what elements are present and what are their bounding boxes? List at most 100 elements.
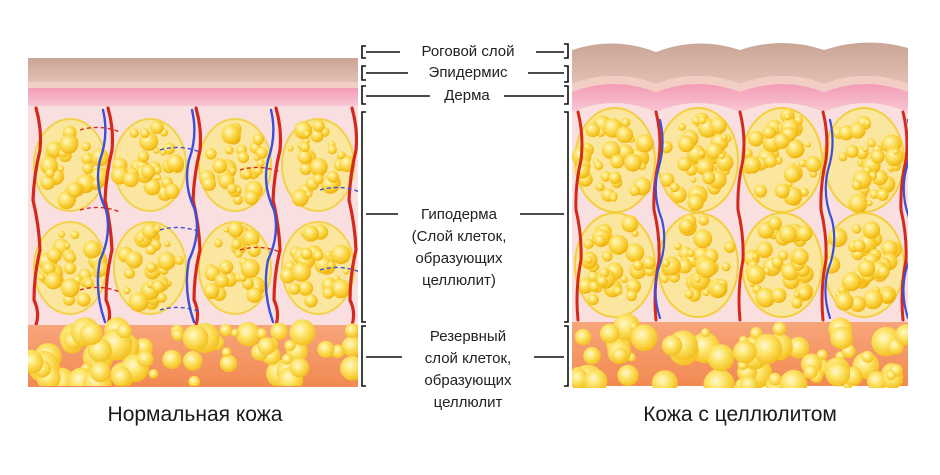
- normal-capillary-6: [239, 246, 281, 253]
- cellulite-reserve-droplet: [895, 324, 908, 346]
- bracket-right-dermis: [564, 85, 569, 105]
- cellulite-reserve-fat: [572, 313, 908, 388]
- normal-reserve-droplet: [345, 323, 358, 338]
- cellulite-reserve-droplet: [617, 364, 639, 386]
- label-hypodermis: Гиподерма (Слой клеток, образующих целлю…: [411, 206, 507, 289]
- layer-brackets: [361, 43, 569, 387]
- cellulite-artery-3: [819, 110, 829, 322]
- normal-lobule-1-3: [279, 221, 355, 315]
- normal-reserve-droplet: [188, 375, 200, 386]
- normal-capillary-0: [79, 126, 121, 133]
- normal-reserve-droplet: [256, 328, 268, 339]
- cellulite-lobule-1-2: [741, 212, 823, 318]
- caption-normal-skin: Нормальная кожа: [107, 403, 283, 426]
- cellulite-reserve-droplet: [651, 370, 678, 388]
- cellulite-reserve-droplet: [583, 347, 601, 365]
- cellulite-reserve-droplet: [750, 327, 763, 340]
- normal-skin-block: [28, 58, 358, 387]
- normal-reserve-fat: [28, 317, 358, 386]
- normal-reserve-droplet: [182, 324, 209, 351]
- normal-reserve-droplet: [340, 355, 358, 381]
- normal-reserve-droplet: [236, 322, 261, 347]
- normal-artery-4: [347, 106, 358, 327]
- normal-blood-vessels: [31, 106, 358, 327]
- normal-reserve-droplet: [162, 349, 182, 370]
- bracket-right-hypodermis: [564, 111, 569, 323]
- bracket-left-reserve: [361, 325, 366, 387]
- cellulite-reserve-droplet: [825, 361, 851, 387]
- normal-dermis-layer: [28, 88, 358, 106]
- cellulite-reserve-droplet: [768, 372, 782, 386]
- cellulite-reserve-droplet: [866, 371, 888, 388]
- bracket-right-horny: [564, 43, 569, 59]
- normal-reserve-droplet: [284, 339, 296, 352]
- bracket-left-dermis: [361, 85, 366, 105]
- cellulite-reserve-droplet: [703, 369, 735, 388]
- cellulite-epidermis-layer: [572, 76, 908, 92]
- cellulite-lobule-1-1: [657, 212, 739, 318]
- normal-reserve-droplet: [317, 340, 335, 358]
- normal-reserve-droplet: [231, 328, 240, 337]
- normal-lobule-0-2: [198, 118, 272, 212]
- cellulite-lobule-1-3: [822, 212, 905, 318]
- normal-reserve-droplet: [79, 322, 103, 346]
- normal-reserve-droplet: [148, 369, 159, 379]
- cellulite-skin-block: [571, 42, 908, 388]
- bracket-left-epidermis: [361, 65, 366, 81]
- cellulite-reserve-droplet: [612, 347, 628, 363]
- cellulite-reserve-droplet: [803, 364, 818, 379]
- cellulite-reserve-droplet: [787, 336, 810, 359]
- normal-reserve-droplet: [111, 366, 132, 386]
- normal-capillary-3: [319, 186, 358, 193]
- cellulite-horny-layer: [572, 42, 908, 84]
- normal-reserve-droplet: [289, 319, 316, 346]
- cellulite-reserve-droplet: [816, 349, 828, 361]
- label-dermis: Дерма: [444, 87, 490, 104]
- bracket-right-reserve: [564, 325, 569, 387]
- cellulite-reserve-droplet: [752, 333, 783, 364]
- cellulite-dermis-layer: [572, 84, 908, 112]
- normal-lobule-1-2: [198, 221, 272, 315]
- cellulite-reserve-droplet: [599, 323, 620, 344]
- cellulite-lobule-0-2: [741, 107, 823, 213]
- bracket-right-epidermis: [564, 65, 569, 83]
- normal-reserve-droplet: [89, 361, 111, 383]
- cellulite-reserve-droplet: [861, 350, 874, 363]
- normal-reserve-droplet: [341, 336, 358, 357]
- normal-reserve-droplet: [289, 357, 310, 378]
- normal-lobule-0-3: [281, 118, 356, 212]
- normal-capillary-5: [159, 226, 201, 233]
- caption-cellulite-skin: Кожа с целлюлитом: [643, 403, 837, 426]
- cellulite-reserve-droplet: [700, 328, 710, 337]
- cellulite-reserve-droplet: [661, 335, 683, 356]
- normal-reserve-droplet: [137, 350, 154, 368]
- normal-horny-layer: [28, 58, 358, 82]
- normal-reserve-droplet: [183, 351, 203, 371]
- cellulite-blood-vessels: [574, 110, 908, 322]
- normal-epidermis-layer: [28, 82, 358, 88]
- cellulite-lobule-0-3: [823, 107, 905, 214]
- cellulite-reserve-droplet: [772, 321, 787, 336]
- cellulite-lobule-0-1: [657, 107, 739, 213]
- cellulite-reserve-droplet: [707, 344, 735, 372]
- normal-artery-0: [31, 106, 43, 327]
- normal-capillary-4: [79, 206, 121, 213]
- cellulite-lobule-1-0: [574, 212, 656, 318]
- normal-reserve-droplet: [28, 351, 44, 374]
- normal-reserve-droplet: [219, 354, 238, 373]
- normal-reserve-droplet: [270, 322, 288, 341]
- cellulite-reserve-droplet: [830, 326, 853, 350]
- normal-capillary-7: [319, 266, 358, 273]
- cellulite-vein-2: [902, 118, 908, 320]
- cellulite-artery-0: [574, 110, 584, 322]
- cellulite-artery-4: [899, 110, 908, 322]
- cellulite-reserve-droplet: [584, 369, 608, 388]
- cellulite-artery-2: [736, 110, 746, 322]
- cellulite-reserve-droplet: [779, 369, 808, 388]
- cellulite-vein-0: [654, 118, 666, 320]
- normal-vein-0: [96, 108, 110, 324]
- cellulite-reserve-droplet: [630, 324, 658, 352]
- bracket-left-hypodermis: [361, 111, 366, 323]
